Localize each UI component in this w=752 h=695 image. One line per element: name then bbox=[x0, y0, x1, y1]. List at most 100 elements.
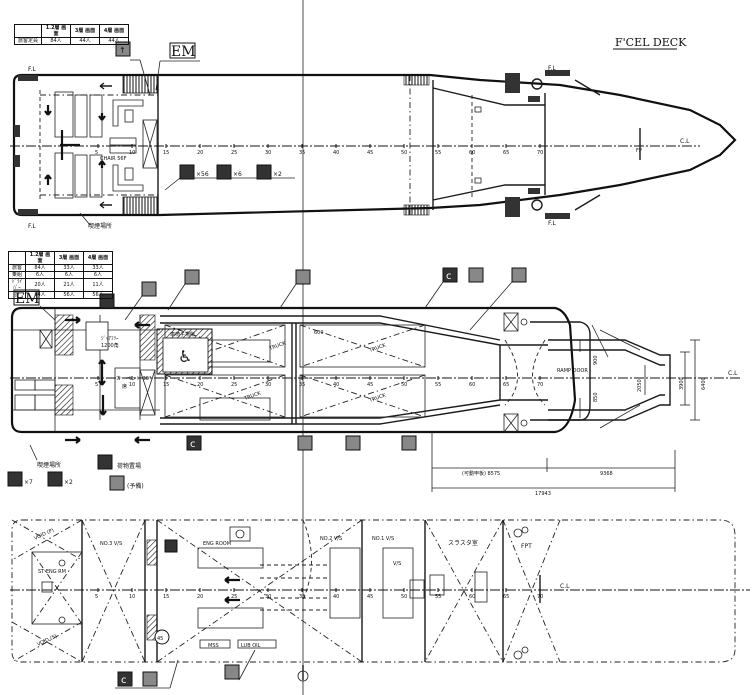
main-deck-hull bbox=[10, 306, 577, 434]
smoking-area-label: 喫煙場所 bbox=[88, 222, 112, 230]
truck-label: TRUCK bbox=[368, 392, 388, 404]
dim-3900: 3900 bbox=[679, 377, 685, 390]
table-cell: 20人 bbox=[25, 278, 55, 292]
thruster-room-label: スラスタ室 bbox=[448, 539, 478, 547]
table-row: ﾄﾞﾗｲﾊﾞｰ 20人 21人 11人 bbox=[8, 278, 113, 292]
frame-tick-label: 50 bbox=[401, 382, 407, 388]
frame-tick-label: 10 bbox=[129, 150, 135, 156]
dim-movable-deck: (可動甲板) 8575 bbox=[462, 470, 500, 477]
frame-tick-label: 30 bbox=[265, 150, 271, 156]
frame-tick-label: 15 bbox=[163, 594, 169, 600]
seat-icon bbox=[256, 164, 272, 180]
fl-label: F.L bbox=[548, 220, 556, 227]
seat-count: ×6 bbox=[233, 171, 242, 178]
emergency-exit-icon bbox=[224, 664, 240, 680]
table-cell: 旅客定員 bbox=[14, 37, 42, 45]
frame-tick-label: 70 bbox=[537, 150, 543, 156]
no1-vs-label: NO.1 V/S bbox=[372, 536, 394, 542]
life-jacket-icon bbox=[141, 281, 157, 297]
table-cell: 84人 bbox=[41, 37, 71, 45]
centerline-label: C.L bbox=[728, 370, 738, 377]
void-s-label: VOID (S) bbox=[36, 633, 58, 647]
seat-icon bbox=[216, 164, 232, 180]
upper-capacity-table: 1.2層 画面 3層 画面 4層 画面 旅客定員 84人 44人 44人 bbox=[14, 24, 129, 45]
frame-tick-label: 60 bbox=[469, 594, 475, 600]
table-cell: 21人 bbox=[54, 278, 84, 292]
table-cell: 56人 bbox=[54, 291, 84, 299]
exit-arrow-icon bbox=[98, 160, 106, 168]
exit-arrow-icon bbox=[224, 576, 240, 584]
table-header-cell: 4層 画面 bbox=[83, 251, 113, 265]
frame-tick-label: 55 bbox=[435, 382, 441, 388]
lifebuoy-icon bbox=[186, 435, 202, 451]
frame-tick-label: 30 bbox=[265, 594, 271, 600]
table-cell: 33人 bbox=[54, 264, 84, 272]
seat-count: ×2 bbox=[64, 479, 73, 486]
liferaft-icon bbox=[468, 267, 484, 283]
table-cell: 44人 bbox=[70, 37, 100, 45]
frame-tick-label: 30 bbox=[265, 382, 271, 388]
seat-icon bbox=[7, 471, 23, 487]
frame-tick-label: 20 bbox=[197, 382, 203, 388]
frame-tick-label: 50 bbox=[401, 150, 407, 156]
lifebuoy-icon bbox=[117, 671, 133, 687]
em-label: EM bbox=[171, 44, 196, 60]
table-header-cell: 3層 画面 bbox=[70, 24, 100, 38]
seat-count: ×7 bbox=[24, 479, 33, 486]
exit-arrow-icon bbox=[99, 201, 112, 209]
luggage-icon bbox=[97, 454, 113, 470]
frame-tick-label: 5 bbox=[95, 382, 98, 388]
svg-text:c: c bbox=[190, 439, 196, 450]
life-jacket-icon bbox=[345, 435, 361, 451]
main-deck-plan: ♿ bbox=[10, 306, 740, 492]
frame-tick-label: 50 bbox=[401, 594, 407, 600]
deck-title: F'CEL DECK bbox=[615, 36, 687, 49]
exit-arrow-icon bbox=[134, 321, 150, 329]
emergency-exit-icon bbox=[164, 539, 178, 553]
eng-room-label: ENG ROOM bbox=[203, 541, 231, 547]
table-row: 旅客 84人 33人 33人 bbox=[8, 264, 113, 272]
dim-2050: 2050 bbox=[637, 379, 643, 392]
no2-vs-label: NO.2 V/S bbox=[320, 536, 342, 542]
frame-tick-label: 55 bbox=[435, 594, 441, 600]
frame-tick-label: 40 bbox=[333, 150, 339, 156]
svg-text:c: c bbox=[121, 675, 127, 686]
em-sign bbox=[169, 42, 196, 59]
table-cell: ﾄﾞﾗｲﾊﾞｰ bbox=[8, 278, 26, 292]
reserve-label: (予備) bbox=[127, 482, 144, 490]
exit-arrow-icon bbox=[65, 436, 81, 444]
lifebuoy-icon bbox=[442, 267, 458, 283]
frame-tick-label: 60 bbox=[469, 382, 475, 388]
table-header-cell: 4層 画面 bbox=[99, 24, 129, 38]
seat-count: ×2 bbox=[273, 171, 282, 178]
exit-arrow-icon bbox=[44, 105, 52, 116]
seat-icon bbox=[47, 471, 63, 487]
liferaft-icon bbox=[142, 671, 158, 687]
table-header-cell: 1.2層 画面 bbox=[41, 24, 71, 38]
wheelchair-icon: ♿ bbox=[178, 347, 192, 366]
dim-900: 900 bbox=[593, 355, 599, 365]
luggage-area-label: 荷物置場 bbox=[117, 462, 141, 470]
disabled-area-label: 車椅子場所 bbox=[170, 331, 195, 338]
svg-text:c: c bbox=[446, 271, 452, 282]
main-capacity-table: 1.2層 画面 3層 画面 4層 画面 旅客 84人 33人 33人 乗組 6人… bbox=[8, 251, 113, 299]
exit-arrow-icon bbox=[99, 395, 107, 416]
exit-arrow-icon bbox=[44, 174, 52, 185]
emergency-exit-icon bbox=[511, 267, 527, 283]
table-header-cell bbox=[14, 24, 42, 38]
void-p-label: VOID (P) bbox=[33, 527, 55, 541]
truck-label: TRUCK bbox=[268, 340, 288, 352]
frame-tick-label: 40 bbox=[333, 382, 339, 388]
mss-label: MSS bbox=[208, 643, 219, 649]
ramp-door-label: RAMP DOOR bbox=[557, 368, 588, 374]
fl-label: F.L bbox=[548, 65, 556, 72]
emergency-exit-icon bbox=[295, 269, 311, 285]
table-row: 旅客定員 84人 44人 44人 bbox=[14, 37, 129, 45]
table-header-cell bbox=[8, 251, 26, 265]
chair-label: CHAIR 56F bbox=[100, 156, 127, 162]
table-cell: 6人 bbox=[54, 271, 84, 279]
